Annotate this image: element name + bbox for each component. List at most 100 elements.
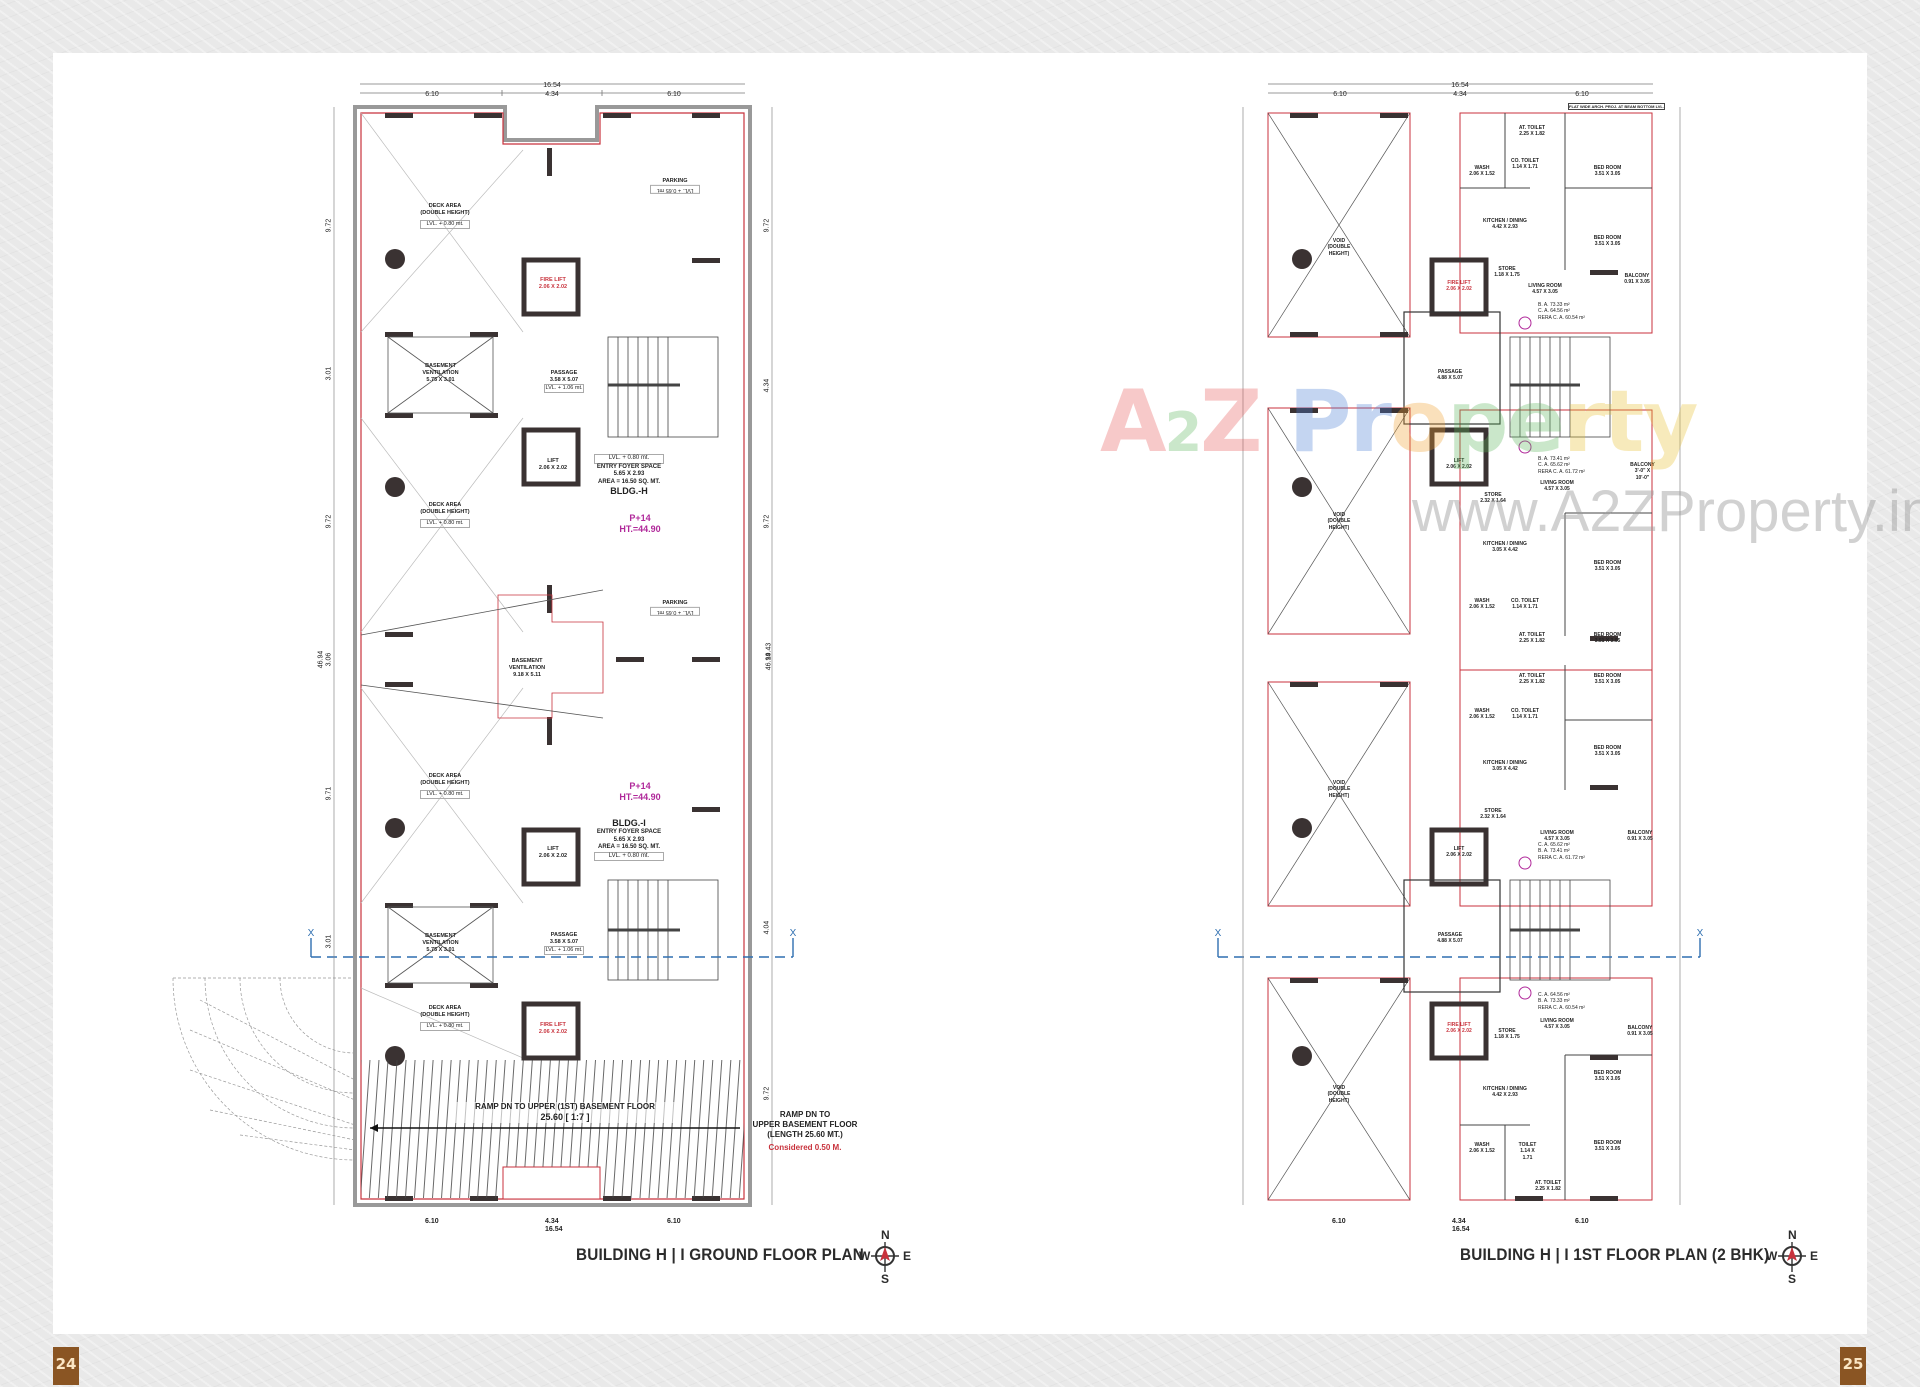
ff-void-1: VOID(DOUBLE HEIGHT) — [1327, 238, 1351, 257]
gf-fire-lift-1: FIRE LIFT 2.06 X 2.02 — [538, 277, 568, 290]
ff-void-4: VOID(DOUBLE HEIGHT) — [1327, 1085, 1351, 1104]
compass-rose-right: N S W E — [1762, 1228, 1822, 1292]
ff-passages — [1403, 311, 1501, 993]
page-number-left: 24 — [53, 1347, 79, 1385]
ff-flat-walls — [1459, 112, 1653, 1201]
gf-bottom-total: 16.54 — [545, 1226, 563, 1233]
ff-overall-width: 16.54 — [1451, 82, 1469, 89]
gf-stair-2 — [607, 879, 719, 981]
gf-foyer-h: LVL. + 0.80 mt. ENTRY FOYER SPACE 5.65 X… — [594, 454, 664, 497]
ff-top-dim-2: 4.34 — [1453, 91, 1467, 98]
ff-flat-markers — [1518, 316, 1532, 1000]
first-floor-plan-title: BUILDING H | I 1ST FLOOR PLAN (2 BHK) — [1460, 1245, 1770, 1264]
gf-ramp-label: RAMP DN TO UPPER (1ST) BASEMENT FLOOR 25… — [455, 1102, 675, 1124]
gf-top-dim-3: 6.10 — [667, 91, 681, 98]
gf-top-dim-1: 6.10 — [425, 91, 439, 98]
gf-bottom-dim-2: 4.34 — [545, 1218, 559, 1225]
gf-deck-4: DECK AREA (DOUBLE HEIGHT) LVL. + 0.80 mt… — [420, 1005, 470, 1031]
gf-top-dimensions — [360, 83, 745, 96]
ff-stairs — [1509, 336, 1611, 981]
ff-cores — [1429, 257, 1489, 1061]
ff-bottom-total: 16.54 — [1452, 1226, 1470, 1233]
ff-bottom-dim-3: 6.10 — [1575, 1218, 1589, 1225]
ff-columns — [1290, 113, 1618, 1201]
gf-section-line — [310, 938, 794, 958]
ff-side-dim-lines — [1242, 107, 1681, 1205]
gf-height-tag-1: P+14 HT.=44.90 — [619, 513, 661, 535]
gf-ramp — [361, 1060, 744, 1200]
gf-basement-vent-2: BASEMENT VENTILATION 9.18 X 5.11 — [508, 658, 546, 678]
gf-deck-2: DECK AREA (DOUBLE HEIGHT) LVL. + 0.80 mt… — [420, 502, 470, 528]
page-number-right: 25 — [1840, 1347, 1866, 1385]
gf-parking-1: PARKING LVL. + 0.65 mt. — [650, 178, 700, 194]
gf-basement-vents — [360, 336, 604, 984]
ff-beam-note: FLAT WIDE ARCH. PROJ. AT BEAM BOTTOM LVL… — [1568, 103, 1665, 110]
ff-section-marker-left: X — [1215, 928, 1222, 939]
ff-bottom-dim-2: 4.34 — [1452, 1218, 1466, 1225]
ff-top-dim-3: 6.10 — [1575, 91, 1589, 98]
ff-void-3: VOID(DOUBLE HEIGHT) — [1327, 780, 1351, 799]
ff-top-dim-1: 6.10 — [1333, 91, 1347, 98]
gf-stair-1 — [607, 336, 719, 438]
gf-deck-1: DECK AREA (DOUBLE HEIGHT) LVL. + 0.80 mt… — [420, 203, 470, 229]
compass-icon — [1778, 1242, 1806, 1272]
gf-lift-2: LIFT 2.06 X 2.02 — [538, 846, 568, 859]
ff-bottom-dim-1: 6.10 — [1332, 1218, 1346, 1225]
gf-basement-vent-3: BASEMENT VENTILATION 5.75 X 3.01 — [422, 933, 459, 953]
ground-floor-plan-title: BUILDING H | I GROUND FLOOR PLAN — [576, 1245, 864, 1264]
gf-basement-vent-1: BASEMENT VENTILATION 5.75 X 3.01 — [422, 363, 459, 383]
gf-overall-width: 16.54 — [543, 82, 561, 89]
gf-cores — [521, 257, 581, 1061]
gf-deck-diagonals — [360, 112, 524, 1059]
gf-bottom-dim-1: 6.10 — [425, 1218, 439, 1225]
ff-void-2: VOID(DOUBLE HEIGHT) — [1327, 512, 1351, 531]
gf-deck-3: DECK AREA (DOUBLE HEIGHT) LVL. + 0.80 mt… — [420, 773, 470, 799]
gf-parking-2: PARKING LVL. + 0.65 mt. — [650, 600, 700, 616]
ff-section-marker-right: X — [1697, 928, 1704, 939]
gf-passage-1: PASSAGE 3.58 X 5.07 LVL. + 1.06 mt. — [544, 370, 584, 393]
gf-lift-1: LIFT 2.06 X 2.02 — [538, 458, 568, 471]
gf-top-dim-2: 4.34 — [545, 91, 559, 98]
gf-fire-lift-2: FIRE LIFT 2.06 X 2.02 — [538, 1022, 568, 1035]
